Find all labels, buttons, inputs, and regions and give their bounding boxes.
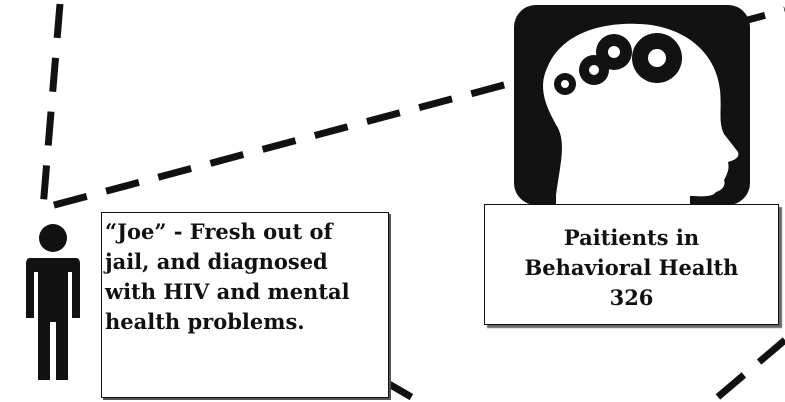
joe-note-line-1: “Joe” - Fresh out of [105, 219, 333, 244]
behavioral-health-label-2: Behavioral Health [524, 255, 739, 280]
behavioral-health-label-1: Paitients in [563, 225, 700, 250]
behavioral-health-count: 326 [609, 285, 654, 310]
person-icon [26, 224, 80, 380]
dashed-line-bottom-right [709, 337, 785, 402]
joe-note-line-3: with HIV and mental [105, 279, 350, 304]
behavioral-health-box: Paitients in Behavioral Health 326 [484, 204, 779, 325]
joe-note-line-4: health problems. [105, 309, 305, 334]
joe-note-line-2: jail, and diagnosed [105, 249, 328, 274]
joe-note-box: “Joe” - Fresh out of jail, and diagnosed… [101, 212, 389, 398]
head-gears-icon [514, 5, 750, 206]
